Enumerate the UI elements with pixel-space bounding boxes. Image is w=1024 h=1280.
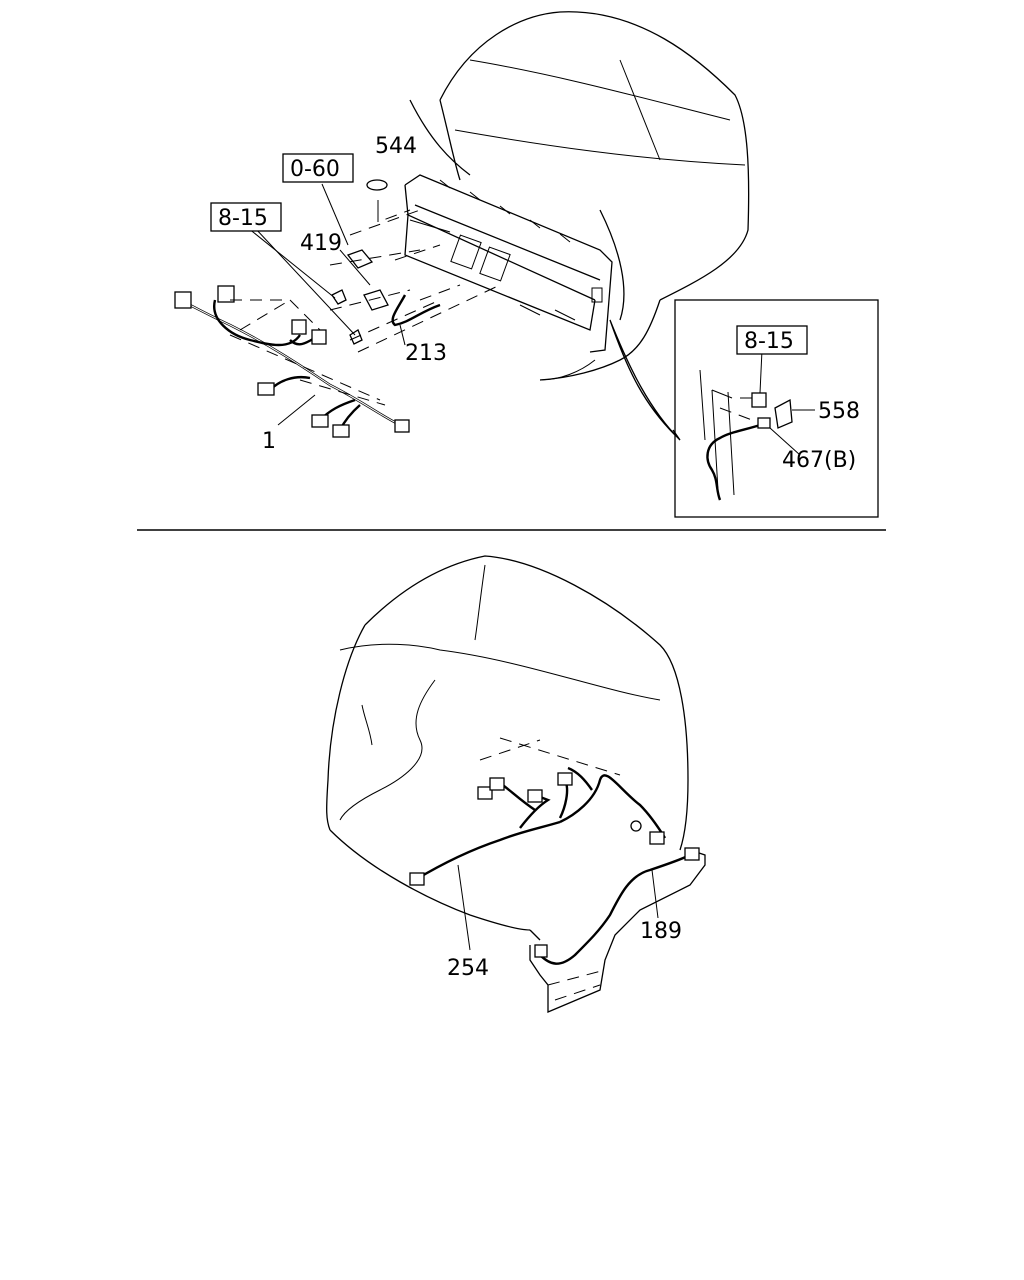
ref-box-0-60 [282,153,354,183]
conn-189-a [534,944,548,958]
conn-254-b [477,786,493,800]
connector-a [174,291,192,309]
small-parts [331,179,441,345]
interior-harness-254 [409,766,667,886]
ref-label-0-60: 0-60 [290,157,340,182]
bolt-part [363,289,389,311]
part-label-544: 544 [375,134,417,159]
inset-leader [609,319,681,441]
ref-label-8-15: 8-15 [218,206,268,231]
floor-harness-189 [534,847,700,965]
connector-g [332,424,350,438]
part-label-467b: 467(B) [782,448,856,473]
plug-544 [366,179,388,191]
connector-h [394,419,410,433]
cab-top-outline [409,11,750,381]
inset-ref-label-8-15: 8-15 [744,329,794,354]
clip-2 [349,329,363,345]
inset-ref-box-8-15 [736,325,808,355]
conn-254-f [649,831,665,845]
switch-part-419 [346,249,374,269]
conn-254-a [409,872,425,886]
conn-189-b [684,847,700,861]
part-label-213: 213 [405,341,447,366]
inset-detail [674,299,879,518]
connector-b [217,285,235,303]
inset-part-558 [774,398,793,429]
part-label-254: 254 [447,956,489,981]
connector-f [311,414,329,428]
harness-213 [391,294,441,327]
part-label-558: 558 [818,399,860,424]
part-label-419: 419 [300,231,342,256]
connector-c [291,319,307,335]
main-harness [174,285,410,438]
inset-harness [706,423,761,501]
part-label-189: 189 [640,919,682,944]
inset-connector [751,392,767,408]
cab-interior-outline [326,555,706,1013]
clip-1 [331,289,347,305]
assembly-lines [229,200,501,406]
part-label-1: 1 [262,429,276,454]
conn-254-d [527,789,543,803]
conn-254-e [557,772,573,786]
front-grille [404,174,613,381]
connector-e [257,382,275,396]
leader-lines-bottom [457,864,659,951]
ref-box-8-15 [210,202,282,232]
leader-lines-top [247,183,406,426]
connector-d [311,329,327,345]
conn-254-c [489,777,505,791]
